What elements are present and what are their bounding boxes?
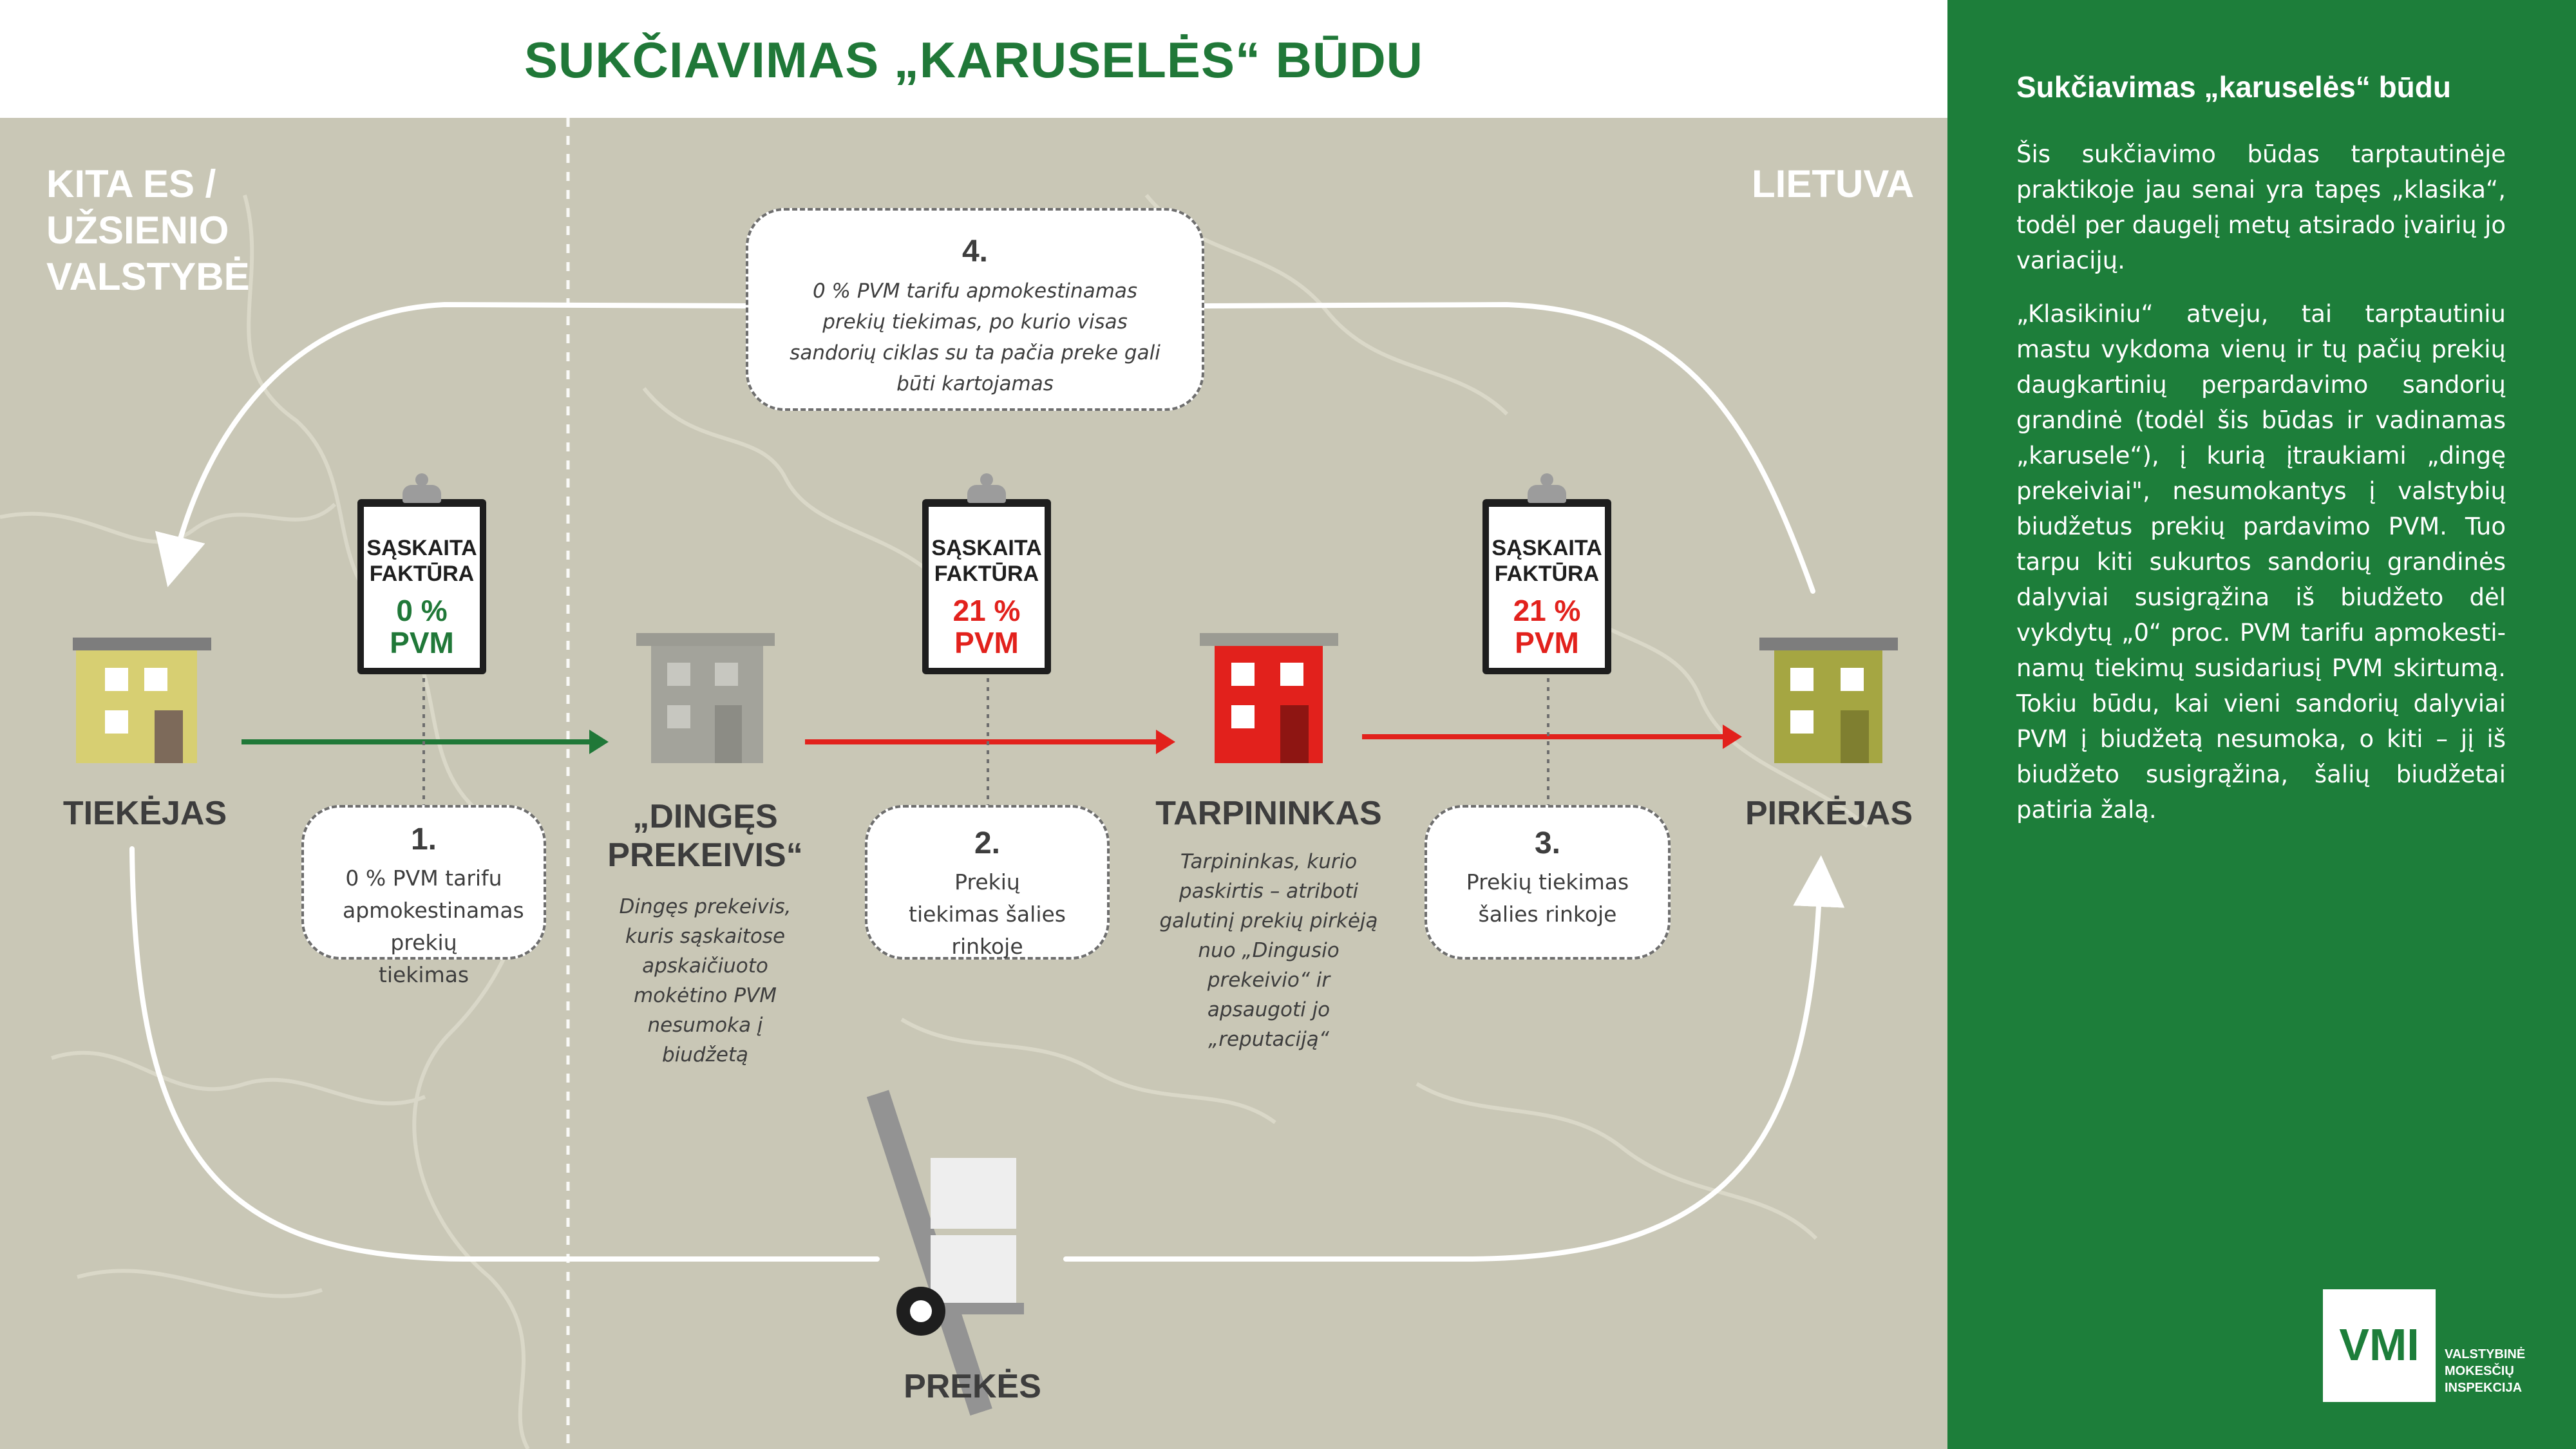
page-title: SUKČIAVIMAS „KARUSELĖS“ BŪDU	[524, 32, 1423, 88]
building-supplier-icon	[73, 638, 211, 763]
step-4-bubble: 4. 0 % PVM tarifu apmokestinamas prekių …	[746, 208, 1204, 411]
step-1-text: 0 % PVM tarifu apmokestinamas prekių tie…	[343, 866, 524, 987]
invoice-1-label: SĄSKAITA FAKTŪRA	[366, 536, 477, 586]
clipboard-clip-icon	[1540, 473, 1553, 486]
step-2-number: 2.	[974, 826, 1001, 860]
step-1-number: 1.	[410, 822, 437, 857]
info-sidebar: Sukčiavimas „karuselės“ būdu Šis sukčiav…	[1947, 0, 2576, 1449]
flow-arrow-missing-to-intermediary	[805, 730, 1175, 754]
building-intermediary-icon	[1200, 633, 1338, 763]
invoice-3-rate: 21 % PVM	[1513, 594, 1581, 659]
actor-intermediary: TARPININKAS	[1155, 795, 1382, 832]
step-3-number: 3.	[1534, 826, 1561, 860]
flow-arrow-intermediary-to-buyer	[1362, 724, 1742, 749]
vmi-logo-name: VALSTYBINĖ MOKESČIŲ INSPEKCIJA	[2445, 1347, 2526, 1395]
sidebar-title: Sukčiavimas „karuselės“ būdu	[2016, 70, 2451, 104]
hand-truck-icon	[866, 1090, 1024, 1416]
step-4-text: 0 % PVM tarifu apmokestinamas prekių tie…	[790, 279, 1160, 395]
invoice-3-label: SĄSKAITA FAKTŪRA	[1492, 536, 1602, 586]
loop-arrow-bottom	[129, 849, 1820, 1262]
step-3-bubble: 3. Prekių tiekimas šalies rinkoje	[1425, 805, 1671, 960]
invoice-2-rate: 21 % PVM	[952, 594, 1021, 659]
step-2-text: Prekių tiekimas šalies rinkoje	[909, 869, 1066, 959]
actor-buyer: PIRKĖJAS	[1745, 795, 1913, 832]
invoice-1-rate: 0 % PVM	[390, 594, 454, 659]
invoice-3: SĄSKAITA FAKTŪRA 21 % PVM	[1482, 473, 1611, 674]
building-missing-trader-icon	[636, 633, 775, 763]
goods-label: PREKĖS	[904, 1368, 1041, 1405]
region-right-label: LIETUVA	[1752, 162, 1915, 205]
sidebar-paragraph-2: „Klasikiniu“ atveju, tai tarptautiniu ma…	[2016, 300, 2506, 824]
clipboard-clip-icon	[415, 473, 428, 486]
step-3-text: Prekių tiekimas šalies rinkoje	[1466, 869, 1629, 927]
step-1-bubble: 1. 0 % PVM tarifu apmokestinamas prekių …	[301, 805, 546, 987]
step-2-bubble: 2. Prekių tiekimas šalies rinkoje	[865, 805, 1110, 960]
invoice-2: SĄSKAITA FAKTŪRA 21 % PVM	[922, 473, 1051, 674]
step-4-number: 4.	[961, 234, 989, 269]
invoice-connectors	[422, 678, 1549, 805]
vmi-logo: VMI	[2323, 1289, 2436, 1402]
building-buyer-icon	[1759, 638, 1898, 763]
region-left-label: KITA ES / UŽSIENIO VALSTYBĖ	[46, 162, 250, 298]
intermediary-note: Tarpininkas, kurio paskirtis – atriboti …	[1159, 850, 1378, 1051]
vmi-logo-abbr: VMI	[2339, 1320, 2420, 1370]
carousel-diagram: KITA ES / UŽSIENIO VALSTYBĖ LIETUVA TIEK…	[0, 118, 1947, 1449]
sidebar-paragraph-1: Šis sukčiavimo būdas tarptautinėje prakt…	[2016, 140, 2506, 274]
missing-trader-note: Dingęs prekeivis, kuris sąskaitose apska…	[619, 895, 791, 1066]
actor-missing-trader: „DINGĘS PREKEIVIS“	[607, 798, 803, 874]
invoice-2-label: SĄSKAITA FAKTŪRA	[931, 536, 1042, 586]
loop-arrow-top	[174, 301, 1815, 591]
clipboard-clip-icon	[980, 473, 993, 486]
flow-arrow-supplier-to-missing	[242, 730, 609, 754]
invoice-1: SĄSKAITA FAKTŪRA 0 % PVM	[357, 473, 486, 674]
actor-supplier: TIEKĖJAS	[62, 795, 227, 832]
